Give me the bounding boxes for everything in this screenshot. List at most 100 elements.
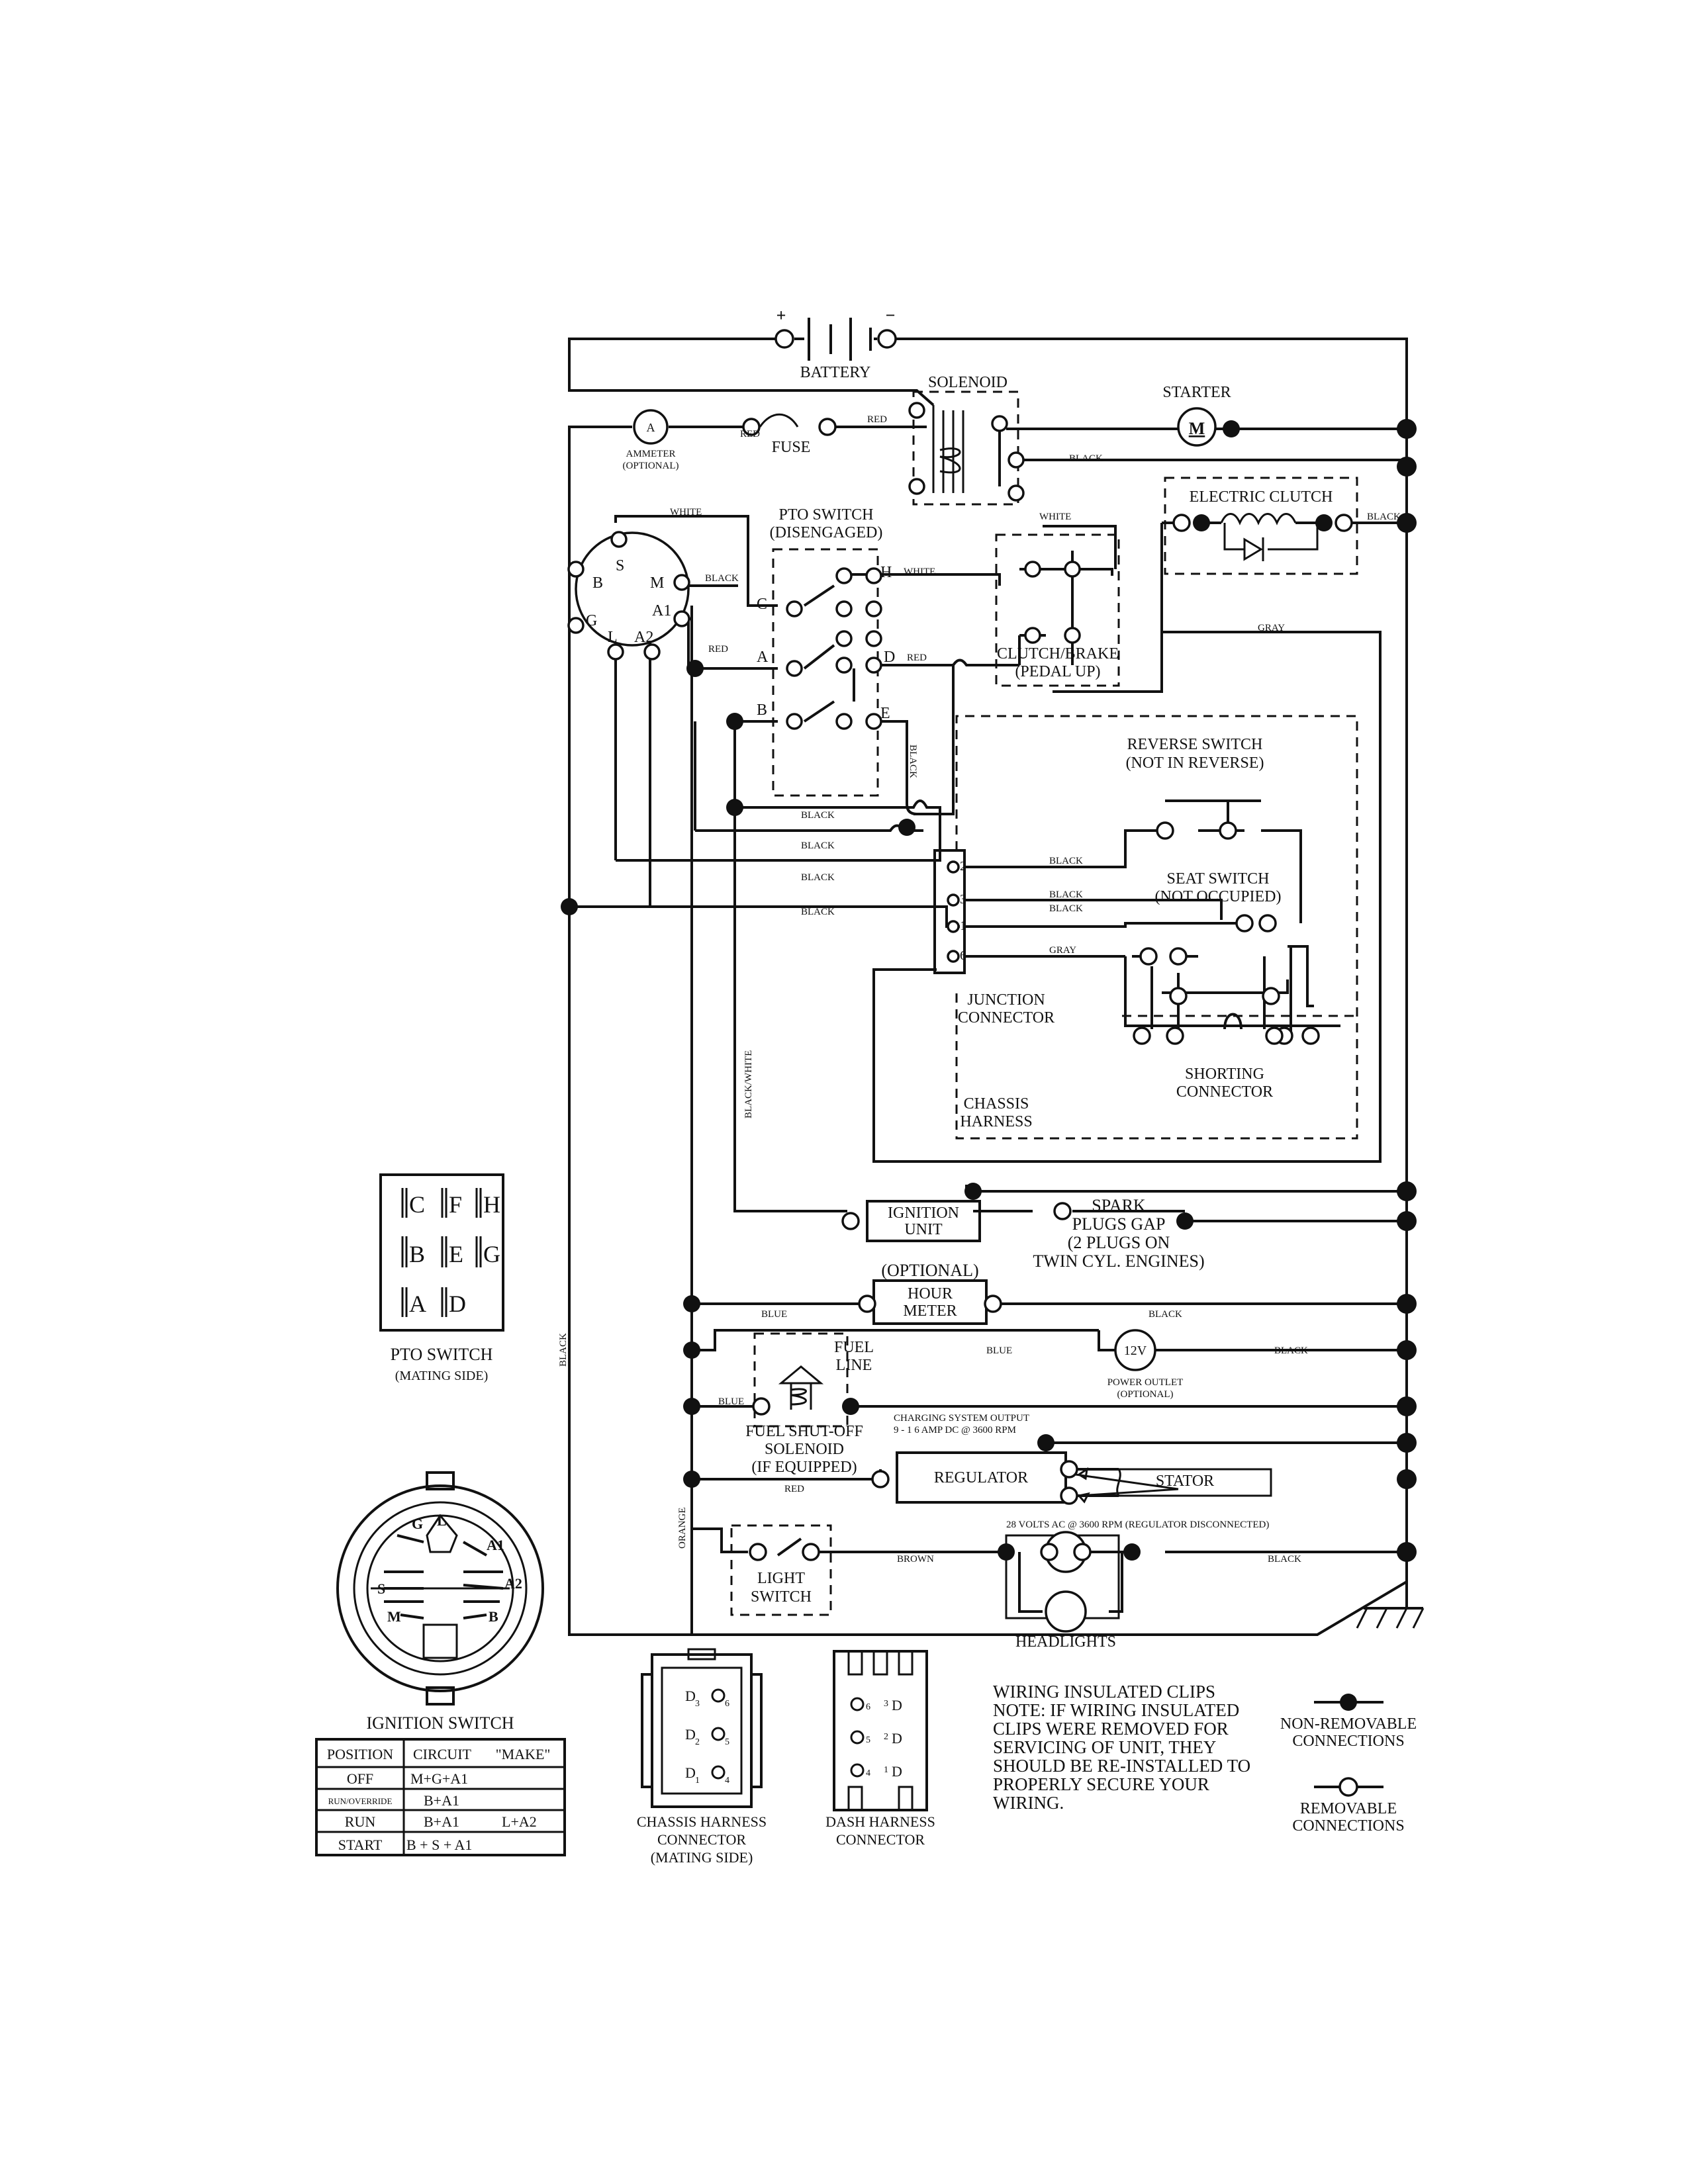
legend-filled-dot-icon [1340,1694,1357,1711]
charging-output-label-1: CHARGING SYSTEM OUTPUT [894,1413,1029,1424]
light-switch-box [730,1524,832,1616]
table-cell: OFF [347,1770,373,1787]
junction-connector [933,849,966,974]
fuel-solenoid-box [753,1332,849,1428]
note-line: PROPERLY SECURE YOUR [993,1774,1209,1794]
dash-pin-2: 2 [884,1732,888,1742]
wire-label-black: BLACK [1268,1554,1301,1565]
junction-label-1: JUNCTION [967,991,1045,1009]
legend: NON-REMOVABLE CONNECTIONS REMOVABLE CONN… [1280,1694,1417,1835]
power-outlet-icon [1114,1329,1156,1371]
clutch-brake-state: (PEDAL UP) [1015,663,1100,680]
junction-pin-6: 6 [960,948,966,963]
pto-mating-side: C F H B E G A D PTO SWITCH (MATING SIDE) [379,1173,504,1383]
dash-harness-connector: 6 3 D 5 2 D 4 1 D DASH HARNESS CONNECTOR [825,1650,935,1848]
pto-mating-letter-e: E [449,1241,463,1267]
ignition-unit-label-2: UNIT [904,1221,943,1238]
fuel-solenoid-label-1: FUEL SHUT-OFF [745,1423,863,1440]
wire-label-orange: ORANGE [677,1508,688,1549]
starter-symbol: M [1189,419,1205,438]
chassis-harness-label-2: HARNESS [960,1113,1032,1130]
dash-pin-1: 1 [884,1765,888,1775]
chassis-pin-2: 2 [695,1737,700,1747]
table-cell: B+A1 [424,1792,459,1809]
table-header-make: "MAKE" [496,1746,551,1762]
table-cell: L+A2 [502,1813,537,1830]
dash-connector-title-1: DASH HARNESS [825,1813,935,1830]
wire-label-black: BLACK [801,872,835,883]
wire-label-gray: GRAY [1049,945,1076,956]
light-switch-label-1: LIGHT [757,1570,805,1587]
junction-pin-1: 1 [960,919,966,933]
regulator-label: REGULATOR [934,1469,1028,1486]
dash-pin-d3: D [892,1697,902,1713]
wire-label-black: BLACK [1049,889,1083,900]
chassis-pin-4: 4 [725,1776,729,1786]
wire-label-red: RED [784,1484,804,1494]
table-cell: START [338,1837,383,1853]
ignition-switch-title: IGNITION SWITCH [366,1713,514,1733]
electric-clutch-box [1164,477,1358,575]
chassis-connector-title-3: (MATING SIDE) [651,1849,753,1866]
ign-terminal-l: L [608,629,618,646]
table-header-circuit: CIRCUIT [413,1746,472,1762]
ignition-face-m: M [387,1608,401,1625]
pto-mating-subtitle: (MATING SIDE) [395,1369,489,1383]
chassis-connector-title-1: CHASSIS HARNESS [637,1813,767,1830]
pto-terminal-b: B [757,702,767,719]
spark-plugs-label-2: PLUGS GAP [1072,1214,1166,1234]
pto-mating-letter-c: C [409,1191,425,1218]
chassis-harness-label-1: CHASSIS [964,1095,1029,1113]
shorting-label-2: CONNECTOR [1176,1083,1273,1101]
wire-label-gray: GRAY [1258,623,1285,633]
wire-label-blue: BLUE [986,1345,1012,1356]
note-line: WIRING. [993,1793,1064,1813]
ignition-unit [866,1200,981,1242]
battery-minus: − [886,306,896,325]
ign-terminal-m: M [650,574,664,592]
ammeter-icon [633,409,669,445]
fuel-solenoid-label-3: (IF EQUIPPED) [751,1459,857,1476]
ign-terminal-a2: A2 [634,629,653,646]
wire-label-red: RED [867,414,887,425]
wire-label-black-vertical: BLACK [908,745,918,778]
headlights-label: HEADLIGHTS [1015,1633,1116,1651]
wire-label-black: BLACK [801,907,835,917]
battery-plus: + [776,306,786,325]
seat-switch-state: (NOT OCCUPIED) [1155,888,1282,905]
wire-label-black: BLACK [1049,856,1083,866]
note-line: WIRING INSULATED CLIPS [993,1682,1215,1702]
reverse-switch-state: (NOT IN REVERSE) [1126,754,1264,772]
junction-pin-3: 3 [960,892,966,907]
pto-switch-state: (DISENGAGED) [770,524,883,541]
ignition-face-a2: A2 [504,1575,522,1592]
pto-mating-letter-a: A [409,1291,426,1317]
ammeter-label: AMMETER [626,449,676,459]
wire-label-blue: BLUE [718,1396,744,1407]
dash-pin-d2: D [892,1730,902,1747]
pto-terminal-c: C [757,596,767,613]
ignition-face-s: S [377,1580,385,1597]
wire-label-red: RED [708,644,728,655]
wire-label-white: WHITE [904,567,935,577]
ignition-face-b: B [489,1608,498,1625]
terminal-labels: B S M A1 A2 L G C H A D B E 2 3 1 6 [586,557,966,963]
note-line: CLIPS WERE REMOVED FOR [993,1719,1229,1739]
wire-label-red: RED [740,429,760,439]
power-outlet-optional: (OPTIONAL) [1117,1389,1174,1400]
spark-plugs-label-3: (2 PLUGS ON [1068,1233,1170,1252]
pto-terminal-a: A [757,649,769,666]
wire-label-black-vertical: BLACK [558,1333,569,1367]
pto-mating-letter-b: B [409,1241,425,1267]
removable-connections [567,402,1353,1561]
wire-label-red: RED [907,653,927,663]
table-cell: RUN [345,1813,376,1830]
legend-removable-1: REMOVABLE [1300,1800,1397,1817]
battery-label: BATTERY [800,364,871,381]
pto-terminal-e: E [880,705,890,722]
fuel-line-label-2: LINE [836,1357,872,1374]
wire-label-blue: BLUE [761,1309,787,1320]
pto-mating-letter-h: H [483,1191,500,1218]
pto-mating-letter-d: D [449,1291,466,1317]
wire-label-white: WHITE [1039,512,1071,522]
